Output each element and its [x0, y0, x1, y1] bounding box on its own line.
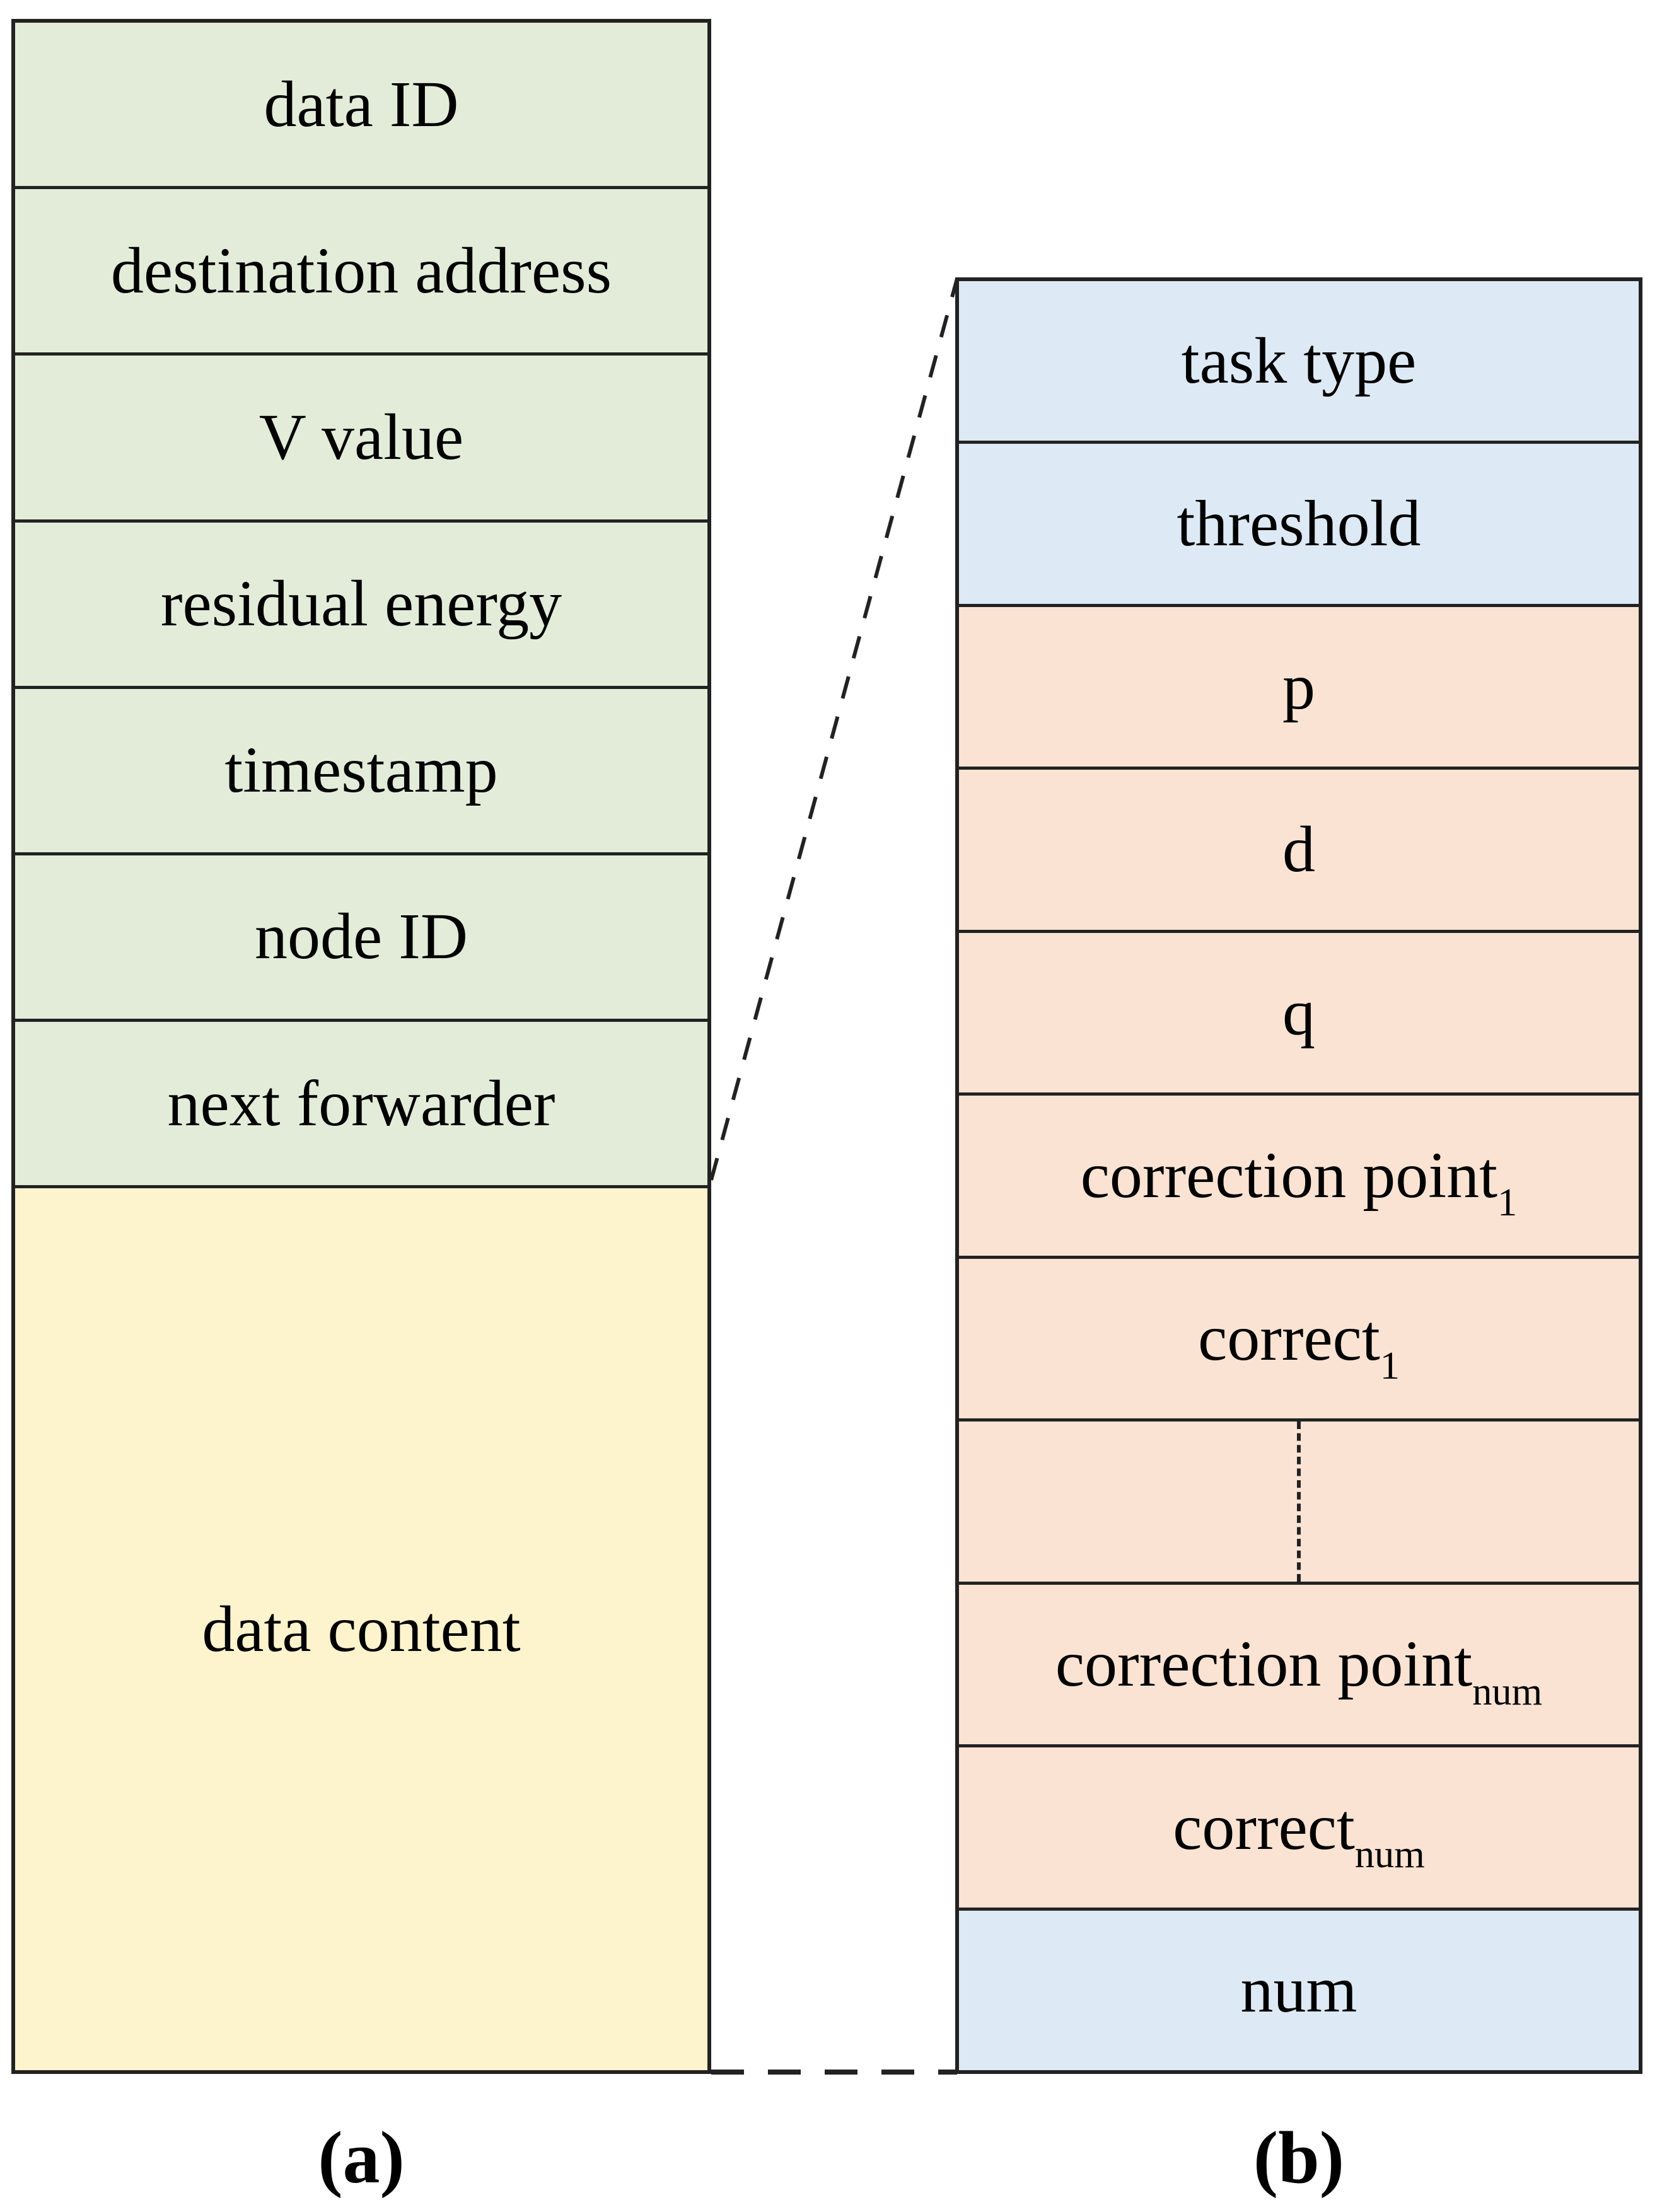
field-label: node ID [255, 900, 468, 973]
packet-field-row: timestamp [15, 685, 707, 852]
detail-field-row: correction point1 [959, 1092, 1639, 1256]
field-label: threshold [1177, 487, 1421, 560]
field-subscript: num [1354, 1833, 1425, 1877]
caption-b: (b) [1253, 2116, 1345, 2199]
field-label: q [1282, 976, 1315, 1049]
detail-field-row: threshold [959, 441, 1639, 604]
detail-ellipsis-row [959, 1418, 1639, 1582]
detail-field-row: correct1 [959, 1255, 1639, 1419]
field-label: residual energy [160, 567, 562, 640]
packet-structure-table: data ID destination address V value resi… [11, 19, 711, 2074]
detail-field-row: q [959, 929, 1639, 1093]
field-subscript: 1 [1380, 1343, 1400, 1387]
field-label: data content [202, 1592, 521, 1665]
connector-top-dashed-line [709, 278, 959, 1181]
packet-field-row: V value [15, 352, 707, 519]
packet-field-row: destination address [15, 186, 707, 353]
detail-field-row: task type [959, 281, 1639, 441]
detail-field-row: d [959, 767, 1639, 930]
packet-field-row: next forwarder [15, 1019, 707, 1186]
field-label: timestamp [224, 734, 498, 807]
field-label: correction pointnum [1055, 1628, 1543, 1713]
field-label: correct1 [1198, 1302, 1400, 1387]
field-label: p [1282, 650, 1315, 723]
field-label: d [1282, 813, 1315, 886]
packet-field-row-data-content: data content [15, 1185, 707, 2070]
field-subscript: num [1472, 1669, 1543, 1713]
ellipsis-dotted-line [1297, 1422, 1301, 1582]
field-label: V value [259, 400, 464, 473]
field-label: num [1240, 1954, 1357, 2027]
detail-field-row: correction pointnum [959, 1581, 1639, 1745]
field-label: task type [1181, 324, 1417, 397]
packet-field-row: node ID [15, 852, 707, 1019]
field-label: next forwarder [167, 1067, 555, 1140]
data-content-detail-table: task type threshold p d q correction poi… [955, 277, 1642, 2074]
packet-field-row: residual energy [15, 519, 707, 686]
detail-field-row: num [959, 1907, 1639, 2070]
detail-field-row: p [959, 603, 1639, 767]
packet-field-row: data ID [15, 23, 707, 187]
field-label: correctnum [1173, 1790, 1425, 1877]
field-subscript: 1 [1497, 1181, 1518, 1225]
caption-a: (a) [318, 2116, 405, 2199]
field-label: destination address [110, 234, 612, 307]
detail-field-row: correctnum [959, 1744, 1639, 1908]
field-label: correction point1 [1080, 1138, 1518, 1225]
field-label: data ID [264, 67, 459, 141]
